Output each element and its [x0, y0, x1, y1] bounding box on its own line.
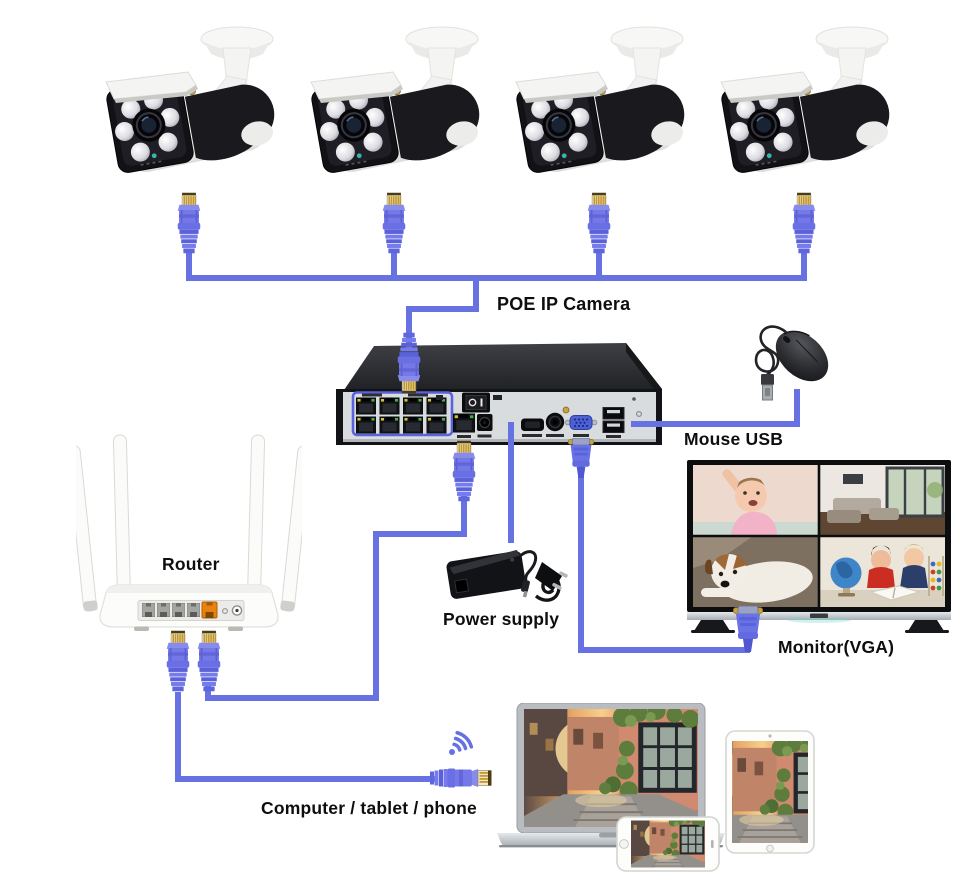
ethernet-connector-nvr-top — [396, 330, 422, 396]
phone-earpiece — [711, 840, 714, 848]
ethernet-connector-nvr-lan — [451, 438, 477, 504]
monitor-screen-quad — [693, 465, 945, 607]
router-label: Router — [162, 554, 220, 574]
power-supply-adapter — [446, 549, 568, 602]
vga-connector-monitor — [733, 606, 763, 652]
ip-camera-3 — [515, 26, 685, 173]
ethernet-connector-camera-3 — [586, 190, 612, 256]
tablet — [725, 730, 815, 854]
mouse-cable — [754, 325, 789, 379]
ip-camera-2 — [310, 26, 480, 173]
camera-graphic — [310, 26, 480, 173]
router-antennas — [76, 434, 302, 616]
nvr-lan-to-router-cable — [205, 496, 467, 701]
router-wan-port — [201, 601, 218, 619]
ethernet-connector-camera-2 — [381, 190, 407, 256]
nvr-vga-to-monitor-cable — [578, 462, 750, 653]
router-to-computer-cable — [175, 692, 438, 782]
phone — [616, 816, 720, 872]
nvr-lan-port — [453, 413, 475, 438]
camera-graphic — [515, 26, 685, 173]
power-supply-label: Power supply — [443, 609, 560, 629]
nvr-usb-to-mouse-cable — [631, 389, 800, 427]
camera-graphic — [720, 26, 890, 173]
router-device — [76, 434, 302, 631]
phone-home-button — [619, 839, 629, 849]
wifi-icon — [449, 730, 474, 755]
power-cord-plug — [534, 562, 568, 602]
nvr-dc-input — [477, 414, 493, 438]
nvr-usb-ports — [602, 407, 625, 438]
poe-ip-camera-label: POE IP Camera — [497, 294, 631, 314]
bus-to-nvr-cable — [406, 278, 479, 350]
mouse-body — [775, 330, 829, 382]
monitor-tv — [687, 460, 951, 633]
computer-tablet-phone-label: Computer / tablet / phone — [261, 798, 477, 818]
vga-connector-nvr — [566, 438, 596, 478]
nvr-hdmi-port — [521, 418, 544, 437]
nvr-audio-port — [545, 406, 570, 437]
router-ports — [137, 600, 245, 621]
ip-camera-1 — [105, 26, 275, 173]
nvr-recorder — [336, 343, 662, 445]
mouse-usb-plug — [761, 374, 774, 401]
mouse-usb-label: Mouse USB — [684, 429, 784, 449]
camera-drop-cables — [186, 250, 807, 281]
monitor-feet — [691, 620, 949, 633]
nvr-vga-port — [564, 415, 598, 437]
power-brick — [446, 549, 526, 599]
usb-mouse — [754, 325, 829, 401]
ethernet-connector-camera-4 — [791, 190, 817, 256]
ethernet-connector-router-1 — [165, 628, 191, 694]
camera-graphic — [105, 26, 275, 173]
nvr-power-switch — [436, 392, 502, 413]
monitor-vga-label: Monitor(VGA) — [778, 637, 895, 657]
ip-camera-4 — [720, 26, 890, 173]
ethernet-connector-router-2 — [196, 628, 222, 694]
tablet-camera-dot — [768, 734, 772, 738]
ethernet-connector-computer — [430, 767, 492, 789]
ethernet-connector-camera-1 — [176, 190, 202, 256]
tablet-home-button — [766, 844, 774, 853]
